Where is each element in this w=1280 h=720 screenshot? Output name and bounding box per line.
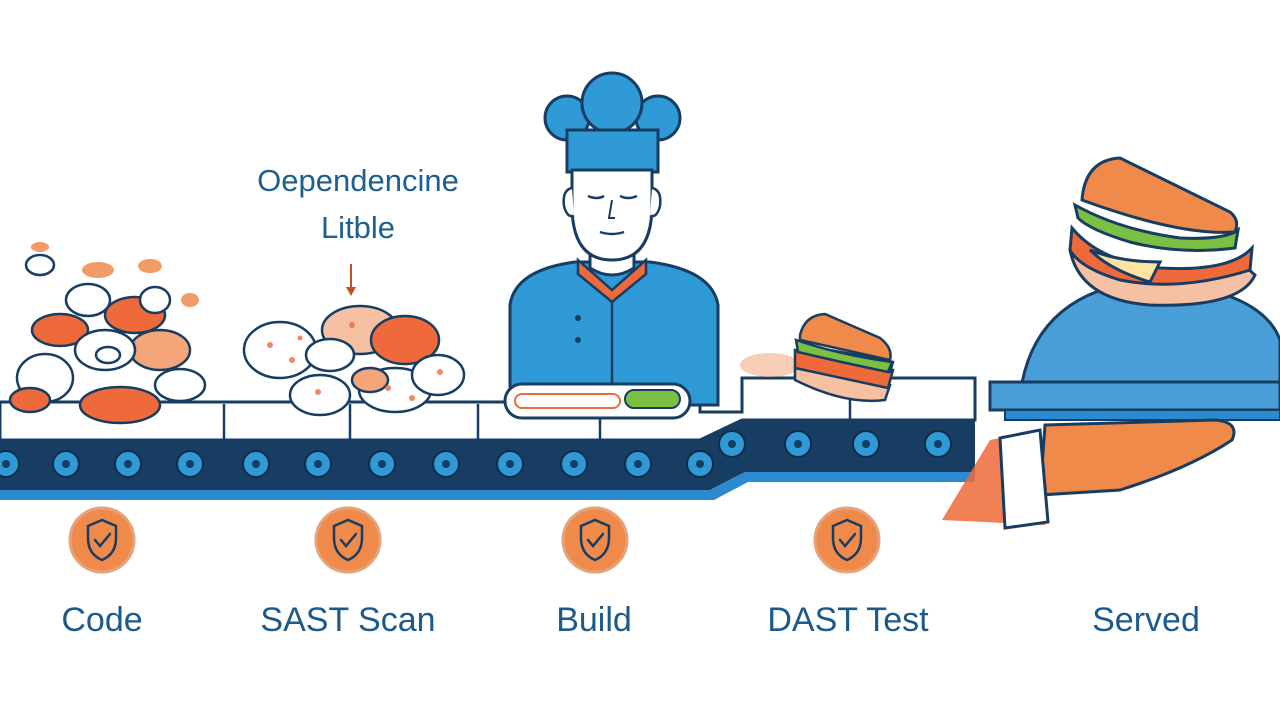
stage-label-code: Code — [61, 601, 143, 639]
annotation-line-1: Oependencine — [257, 163, 459, 198]
chef-hat — [543, 71, 682, 174]
down-arrow-icon — [346, 264, 356, 296]
scan-speckles — [267, 322, 443, 401]
roller-icon — [304, 450, 332, 478]
test-sandwich — [740, 312, 895, 403]
roller-icon — [0, 450, 20, 478]
shield-check-icon — [813, 506, 881, 574]
stage-label-dast: DAST Test — [767, 601, 929, 639]
shield-check-icon — [68, 506, 136, 574]
stage-label-served: Served — [1092, 601, 1200, 639]
roller-icon — [176, 450, 204, 478]
roller-icon — [496, 450, 524, 478]
spice-splatter — [31, 242, 199, 307]
roller-icon — [924, 430, 952, 458]
server-hand — [942, 418, 1236, 530]
roller-icon — [560, 450, 588, 478]
roller-icon — [852, 430, 880, 458]
shield-check-icon — [314, 506, 382, 574]
annotation-line-2: Litble — [320, 210, 396, 245]
stage-badges — [68, 506, 881, 574]
stage-label-build: Build — [556, 601, 632, 639]
chef-face — [570, 168, 654, 262]
scanned-ingredients-pile — [242, 304, 466, 417]
roller-icon — [624, 450, 652, 478]
stage-label-sast: SAST Scan — [260, 601, 436, 639]
roller-icon — [368, 450, 396, 478]
serving-cloche — [988, 278, 1280, 421]
conveyor-rollers — [0, 430, 952, 478]
roller-icon — [242, 450, 270, 478]
roller-icon — [686, 450, 714, 478]
chef-jacket — [508, 260, 720, 407]
roller-icon — [718, 430, 746, 458]
raw-ingredients-pile — [8, 253, 207, 425]
roller-icon — [784, 430, 812, 458]
roller-icon — [432, 450, 460, 478]
served-sandwich — [1068, 156, 1257, 307]
roller-icon — [114, 450, 142, 478]
chef-figure — [503, 71, 720, 420]
roller-icon — [52, 450, 80, 478]
shield-check-icon — [561, 506, 629, 574]
chef-collar — [576, 257, 648, 304]
